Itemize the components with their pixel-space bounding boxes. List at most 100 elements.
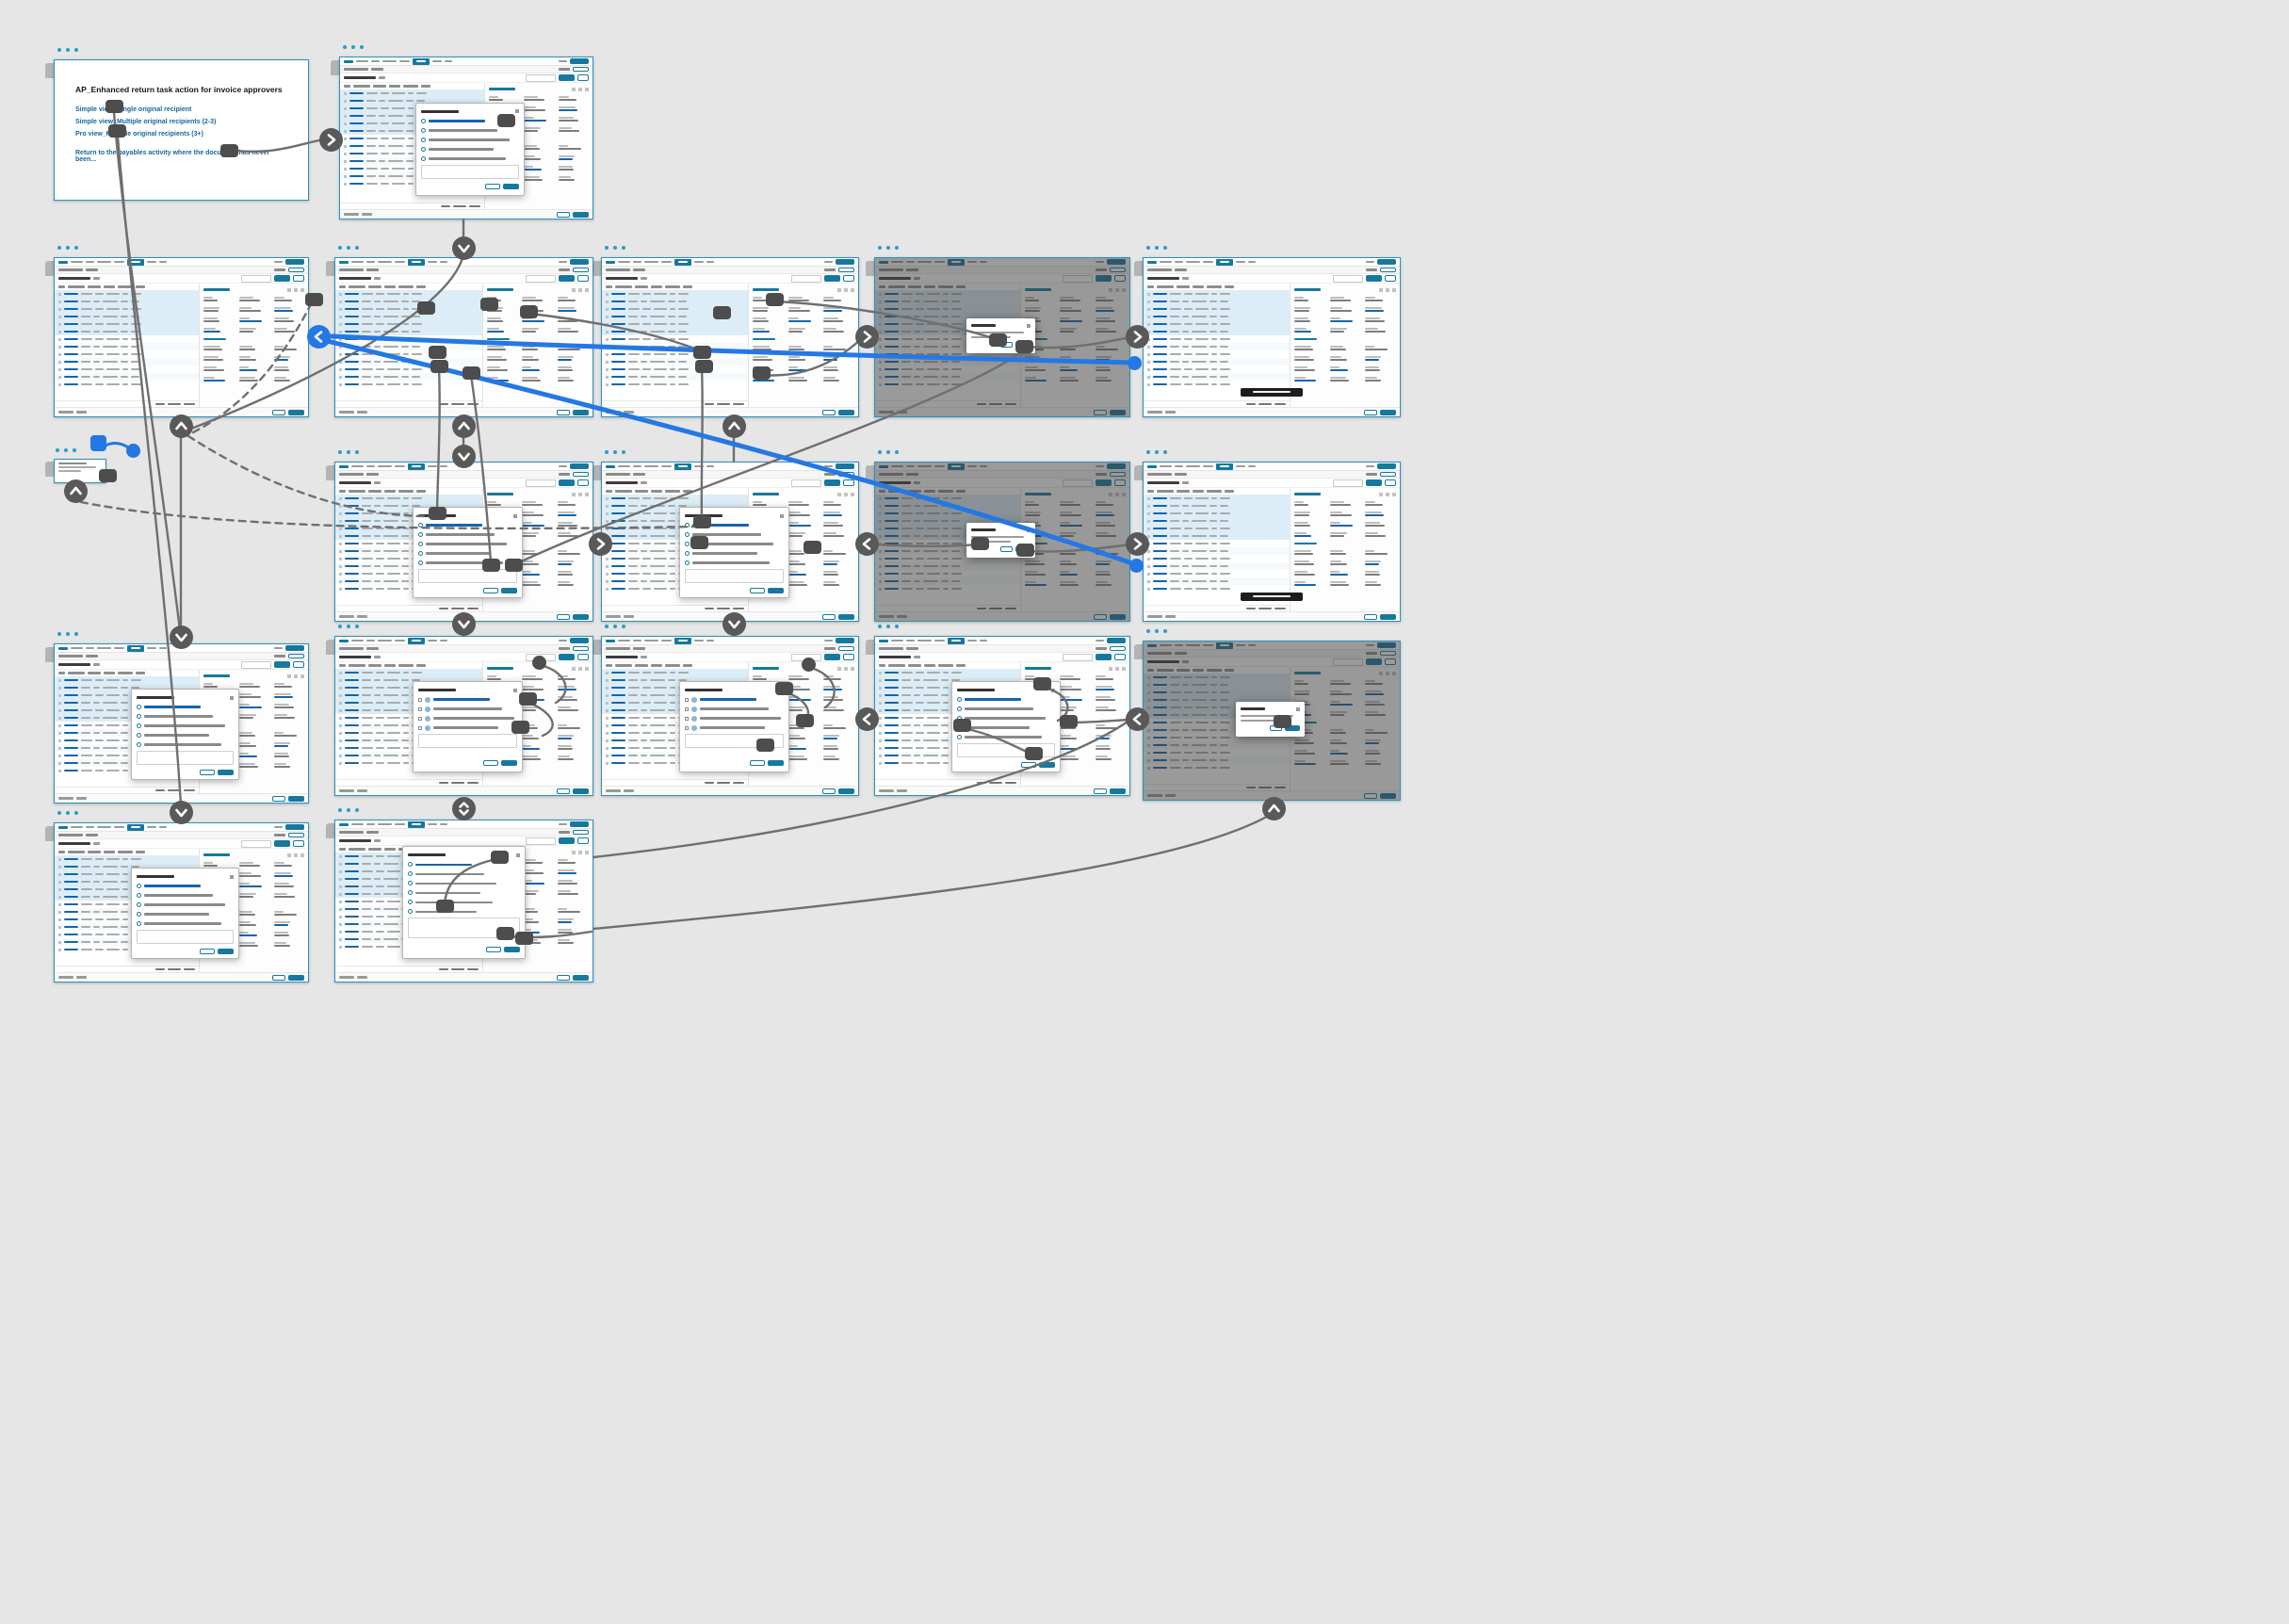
connector-stub[interactable] <box>795 714 814 727</box>
connector-stub[interactable] <box>462 366 480 380</box>
chevron-right-badge[interactable] <box>854 324 879 349</box>
connector-stub[interactable] <box>518 692 537 706</box>
connector-stub[interactable] <box>519 305 538 318</box>
screen-thumbnail-b5[interactable] <box>1143 257 1401 417</box>
connector-stub[interactable] <box>514 932 533 945</box>
screen-thumbnail-d2[interactable] <box>334 636 593 796</box>
chevron-left-badge[interactable] <box>306 324 331 349</box>
text-dash <box>901 672 913 674</box>
chevron-up-badge[interactable] <box>63 479 88 503</box>
text-dash <box>1160 260 1172 264</box>
connector-stub[interactable] <box>504 559 523 572</box>
screen-thumbnail-d5[interactable] <box>1143 641 1401 801</box>
screen-thumbnail-c5[interactable] <box>1143 462 1401 622</box>
screen-thumbnail-c4[interactable] <box>874 462 1130 622</box>
screen-thumbnail-b2[interactable] <box>334 257 593 417</box>
connection-endpoint-dot[interactable] <box>1127 355 1142 370</box>
connector-stub[interactable] <box>107 124 126 138</box>
chevron-right-badge[interactable] <box>1125 324 1149 349</box>
screen-thumbnail-c2[interactable] <box>334 462 593 622</box>
connector-stub[interactable] <box>801 657 816 672</box>
connector-stub[interactable] <box>428 346 446 359</box>
note-link-simple-multiple[interactable]: Simple view_Multiple original recipients… <box>75 119 217 125</box>
screen-thumbnail-e1[interactable] <box>54 822 309 983</box>
connector-stub[interactable] <box>752 366 771 380</box>
connector-stub[interactable] <box>765 293 784 306</box>
text-dash <box>1365 584 1382 587</box>
connector-stub[interactable] <box>105 100 123 113</box>
chevron-down-badge[interactable] <box>169 800 193 824</box>
connection-endpoint-dot[interactable] <box>1128 558 1144 573</box>
connection-endpoint-dot[interactable] <box>125 443 140 458</box>
chevron-right-badge[interactable] <box>588 531 612 556</box>
connector-stub[interactable] <box>219 144 238 157</box>
connector-stub[interactable] <box>774 682 793 695</box>
connector-stub[interactable] <box>481 559 500 572</box>
chevron-down-badge[interactable] <box>169 625 193 649</box>
text-dash <box>1195 543 1209 544</box>
connector-stub[interactable] <box>712 306 731 319</box>
chevron-updown-badge[interactable] <box>451 796 476 820</box>
note-link-return-payables[interactable]: Return to the payables activity where th… <box>75 150 270 163</box>
connector-stub[interactable] <box>1059 715 1078 728</box>
connector-stub[interactable] <box>98 469 117 482</box>
dot <box>613 625 617 628</box>
chevron-up-badge[interactable] <box>1261 796 1286 820</box>
connector-stub[interactable] <box>531 655 546 670</box>
text-dash <box>486 359 507 362</box>
screen-thumbnail-d4[interactable] <box>874 636 1130 796</box>
connector-stub[interactable] <box>692 346 711 359</box>
connector-stub[interactable] <box>428 507 446 520</box>
connector-stub[interactable] <box>1032 677 1051 690</box>
connector-stub[interactable] <box>304 293 323 306</box>
connector-stub[interactable] <box>1024 747 1043 760</box>
connector-stub[interactable] <box>490 851 509 864</box>
screen-thumbnail-b3[interactable] <box>601 257 859 417</box>
connector-stub[interactable] <box>755 739 774 752</box>
chevron-down-badge[interactable] <box>451 235 476 260</box>
connection-start-node[interactable] <box>89 434 106 451</box>
connector-stub[interactable] <box>988 333 1007 347</box>
connector-stub[interactable] <box>511 721 529 734</box>
note-link-pro-multiple[interactable]: Pro view_Multiple original recipients (3… <box>75 131 203 138</box>
chevron-up-badge[interactable] <box>169 414 193 438</box>
chevron-left-badge[interactable] <box>1125 706 1149 731</box>
mini-row <box>684 560 784 566</box>
connector-stub[interactable] <box>1015 544 1034 557</box>
connector-stub[interactable] <box>952 719 971 732</box>
screen-thumbnail-b1[interactable] <box>54 257 309 417</box>
note-link-simple-single[interactable]: Simple view_Single original recipient <box>75 106 192 113</box>
connector-stub[interactable] <box>430 360 448 373</box>
chevron-left-badge[interactable] <box>854 706 879 731</box>
connector-stub[interactable] <box>690 536 708 549</box>
connector-stub[interactable] <box>495 927 514 940</box>
connector-stub[interactable] <box>435 900 454 913</box>
screen-fragment[interactable] <box>54 459 106 483</box>
connector-stub[interactable] <box>694 360 713 373</box>
connector-stub[interactable] <box>1015 340 1033 353</box>
connector-stub[interactable] <box>803 541 821 554</box>
text-dash <box>1365 549 1375 552</box>
connector-stub[interactable] <box>692 515 711 528</box>
text-dash <box>121 331 128 333</box>
screen-thumbnail-e2[interactable] <box>334 820 593 983</box>
screen-thumbnail-d3[interactable] <box>601 636 859 796</box>
chevron-up-badge[interactable] <box>722 414 746 438</box>
chevron-right-badge[interactable] <box>318 127 343 152</box>
row-checkbox <box>879 701 882 705</box>
connector-stub[interactable] <box>496 114 515 127</box>
chevron-down-badge[interactable] <box>451 611 476 636</box>
form-field <box>523 106 554 112</box>
chevron-down-badge[interactable] <box>722 611 746 636</box>
connector-stub[interactable] <box>479 298 498 311</box>
connector-stub[interactable] <box>416 301 435 315</box>
screen-thumbnail-flow-a[interactable] <box>339 57 593 219</box>
chevron-down-badge[interactable] <box>451 444 476 468</box>
connector-stub[interactable] <box>970 537 989 550</box>
chevron-left-badge[interactable] <box>854 531 879 556</box>
chevron-right-badge[interactable] <box>1125 531 1149 556</box>
screen-thumbnail-d1[interactable] <box>54 643 309 804</box>
table-row <box>1144 510 1291 517</box>
connector-stub[interactable] <box>1273 715 1291 728</box>
chevron-up-badge[interactable] <box>451 414 476 438</box>
